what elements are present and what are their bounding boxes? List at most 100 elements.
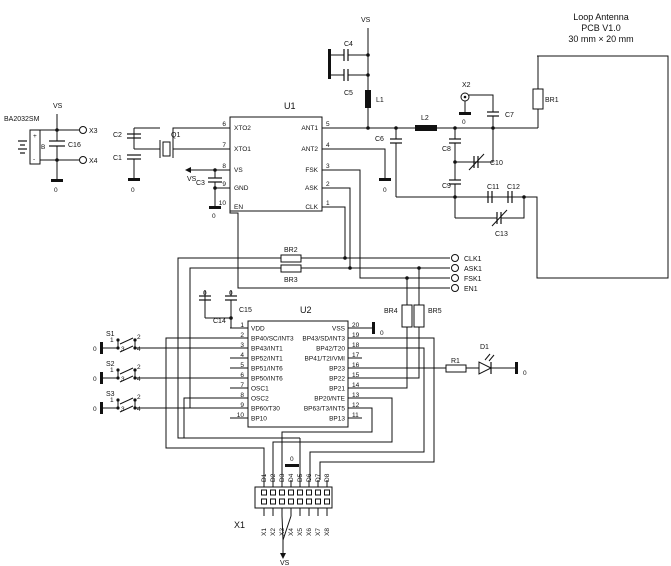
x1-bottom-pin-label: X2 bbox=[270, 528, 277, 536]
u1-pin-name: XTO1 bbox=[234, 146, 251, 153]
u1-pin-num: 5 bbox=[326, 121, 330, 128]
svg-text:BR4: BR4 bbox=[384, 308, 398, 315]
u2-pin-num: 12 bbox=[352, 402, 360, 409]
switch-s1[interactable]: S1 0 1 2 3 4 bbox=[93, 331, 230, 354]
switch-gnd-label: 0 bbox=[93, 346, 97, 353]
terminal-clk1[interactable] bbox=[451, 254, 459, 262]
switch-ref: S1 bbox=[106, 331, 115, 338]
u2-pin-name: OSC1 bbox=[251, 386, 269, 393]
u1-pin-num: 9 bbox=[222, 181, 226, 188]
resistor-br5 bbox=[413, 304, 425, 328]
svg-text:C4: C4 bbox=[344, 41, 353, 48]
u1-pin-name: XTO2 bbox=[234, 125, 251, 132]
inductor-l2 bbox=[415, 125, 437, 131]
led-d1 bbox=[478, 361, 493, 375]
u2-pin-name: BP60/T30 bbox=[251, 406, 280, 413]
u2-pin-name: BP23 bbox=[329, 366, 345, 373]
svg-text:0: 0 bbox=[380, 330, 384, 337]
svg-text:X4: X4 bbox=[89, 158, 98, 165]
title-block: Loop Antenna PCB V1.0 30 mm × 20 mm bbox=[568, 12, 633, 44]
u2-pin-name: VSS bbox=[332, 326, 346, 333]
switch-pin: 1 bbox=[110, 337, 114, 344]
u2-pin-name: BP51/INT6 bbox=[251, 366, 283, 373]
svg-text:BR2: BR2 bbox=[284, 247, 298, 254]
u2-pin-name: BP41/T2I/VMI bbox=[305, 356, 346, 363]
u2-pin-num: 2 bbox=[240, 332, 244, 339]
resistor-br2 bbox=[280, 254, 302, 263]
switch-pin: 2 bbox=[137, 334, 141, 341]
battery-body bbox=[29, 129, 41, 165]
svg-text:BR5: BR5 bbox=[428, 308, 442, 315]
u1-ref: U1 bbox=[284, 101, 296, 111]
svg-text:BR1: BR1 bbox=[545, 97, 559, 104]
terminal-fsk1[interactable] bbox=[451, 274, 459, 282]
battery-label: BA2032SM bbox=[4, 116, 40, 123]
vs-label: VS bbox=[53, 103, 63, 110]
title-line-2: PCB V1.0 bbox=[581, 23, 621, 33]
u1-control-bus: BR2 BR3 CLK1 ASK1 FSK1 EN1 BR4 BR5 bbox=[177, 169, 482, 439]
resistor-br1 bbox=[532, 88, 544, 110]
resistor-br4 bbox=[401, 304, 413, 328]
svg-text:-: - bbox=[33, 156, 35, 163]
svg-text:0: 0 bbox=[131, 187, 135, 194]
svg-text:0: 0 bbox=[229, 290, 233, 297]
svg-text:R1: R1 bbox=[451, 358, 460, 365]
svg-text:0: 0 bbox=[203, 290, 207, 297]
x1-top-pin-label: D8 bbox=[324, 473, 331, 482]
x1-top-pin-label: D7 bbox=[315, 473, 322, 482]
u1-pin-num: 4 bbox=[326, 142, 330, 149]
svg-text:BR3: BR3 bbox=[284, 277, 298, 284]
title-line-3: 30 mm × 20 mm bbox=[568, 34, 633, 44]
battery-ba2032sm: BA2032SM + - B VS X3 C16 X4 0 bbox=[4, 103, 98, 194]
switch-pin: 3 bbox=[121, 406, 125, 413]
u2-pin-name: BP50/INT6 bbox=[251, 376, 283, 383]
svg-text:EN1: EN1 bbox=[464, 286, 478, 293]
svg-text:0: 0 bbox=[383, 187, 387, 194]
antenna-supply: VS C4 C5 L1 bbox=[328, 17, 384, 128]
u2-body bbox=[247, 320, 349, 428]
terminal-en1[interactable] bbox=[451, 284, 459, 292]
u1-pin-num: 8 bbox=[222, 163, 226, 170]
terminal-x3[interactable] bbox=[79, 126, 87, 134]
svg-text:0: 0 bbox=[54, 187, 58, 194]
u2-pin-num: 8 bbox=[240, 392, 244, 399]
svg-text:+: + bbox=[33, 133, 37, 140]
switch-pin: 3 bbox=[121, 376, 125, 383]
u1-pin-name: VS bbox=[234, 167, 243, 174]
terminal-ask1[interactable] bbox=[451, 264, 459, 272]
switch-pin: 3 bbox=[121, 346, 125, 353]
svg-text:VS: VS bbox=[187, 176, 197, 183]
u1-body bbox=[229, 116, 323, 212]
u2-pin-num: 1 bbox=[240, 322, 244, 329]
svg-text:C7: C7 bbox=[505, 112, 514, 119]
u2-pin-name: BP10 bbox=[251, 416, 267, 423]
u2-supply: 0 0 C14 C15 0 bbox=[199, 290, 384, 337]
led-output: R1 D1 0 bbox=[348, 344, 527, 377]
antenna-matching: C6 0 L2 X2 0 C7 BR1 C8 bbox=[322, 56, 559, 238]
resistor-r1 bbox=[445, 364, 467, 373]
terminal-x4[interactable] bbox=[79, 156, 87, 164]
u2-pin-num: 6 bbox=[240, 372, 244, 379]
u2-pin-num: 20 bbox=[352, 322, 360, 329]
svg-text:C6: C6 bbox=[375, 136, 384, 143]
x1-bottom-pin-label: X4 bbox=[288, 528, 295, 536]
u2-pin-num: 15 bbox=[352, 372, 360, 379]
u2-pin-num: 17 bbox=[352, 352, 360, 359]
svg-text:CLK1: CLK1 bbox=[464, 256, 482, 263]
x1-bottom-pin-label: X5 bbox=[297, 528, 304, 536]
x1-bottom-pin-label: X8 bbox=[324, 528, 331, 536]
u2-pin-num: 3 bbox=[240, 342, 244, 349]
switch-pin: 4 bbox=[137, 346, 141, 353]
u2-pin-name: OSC2 bbox=[251, 396, 269, 403]
switch-ref: S2 bbox=[106, 361, 115, 368]
inductor-l1 bbox=[365, 90, 371, 108]
svg-text:L1: L1 bbox=[376, 97, 384, 104]
u2-pin-num: 18 bbox=[352, 342, 360, 349]
u1-pin-num: 3 bbox=[326, 163, 330, 170]
u2-pin-num: 7 bbox=[240, 382, 244, 389]
svg-text:D1: D1 bbox=[480, 344, 489, 351]
